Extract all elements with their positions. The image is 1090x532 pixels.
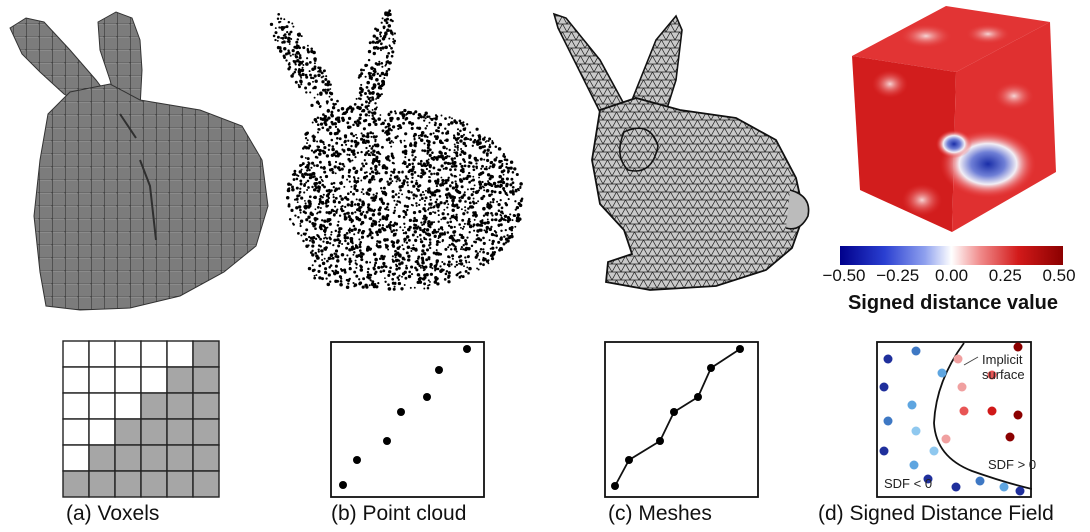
caption-sdf: (d) Signed Distance Field xyxy=(818,502,1054,526)
point xyxy=(397,408,405,416)
voxel-cell xyxy=(141,445,167,471)
implicit-surface-label: Implicit surface xyxy=(982,352,1025,382)
colorbar-label: Signed distance value xyxy=(820,292,1086,315)
colorbar-tick: 0.50 xyxy=(1042,266,1075,286)
point-cloud-bunny xyxy=(255,0,555,330)
voxel-cell xyxy=(115,445,141,471)
voxel-cell xyxy=(141,367,167,393)
vertex xyxy=(625,456,633,464)
colorbar-tick: −0.50 xyxy=(822,266,865,286)
voxel-cell xyxy=(141,419,167,445)
caption-point-cloud: (b) Point cloud xyxy=(331,502,466,526)
colorbar-tick: 0.00 xyxy=(935,266,968,286)
voxel-cell xyxy=(193,471,219,497)
voxel-cell xyxy=(193,419,219,445)
point-cloud-diagram xyxy=(330,341,485,498)
voxel-cell xyxy=(115,367,141,393)
vertex xyxy=(611,482,619,490)
voxel-cell xyxy=(115,393,141,419)
voxel-cell xyxy=(115,471,141,497)
voxel-cell xyxy=(89,367,115,393)
point xyxy=(423,393,431,401)
colorbar-tick: 0.25 xyxy=(989,266,1022,286)
point xyxy=(435,366,443,374)
voxel-cell xyxy=(63,341,89,367)
vertex xyxy=(707,364,715,372)
vertex xyxy=(656,437,664,445)
voxel-cell xyxy=(89,419,115,445)
caption-meshes: (c) Meshes xyxy=(608,502,712,526)
point xyxy=(339,481,347,489)
voxel-cell xyxy=(115,419,141,445)
voxel-bunny xyxy=(0,10,290,330)
sdf-negative-label: SDF < 0 xyxy=(884,476,932,491)
point xyxy=(383,437,391,445)
voxel-cell xyxy=(193,341,219,367)
voxel-cell xyxy=(63,445,89,471)
sdf-positive-label: SDF > 0 xyxy=(988,457,1036,472)
voxel-cell xyxy=(193,367,219,393)
voxel-cell xyxy=(193,445,219,471)
vertex xyxy=(694,393,702,401)
voxel-cell xyxy=(141,471,167,497)
voxel-cell xyxy=(89,341,115,367)
voxel-cell xyxy=(167,393,193,419)
point xyxy=(353,456,361,464)
voxel-cell xyxy=(115,341,141,367)
colorbar-tick: −0.25 xyxy=(876,266,919,286)
voxel-cell xyxy=(167,341,193,367)
voxel-cell xyxy=(89,445,115,471)
voxel-cell xyxy=(63,471,89,497)
voxel-cell xyxy=(63,419,89,445)
colorbar xyxy=(840,246,1063,265)
point xyxy=(463,345,471,353)
voxel-cell xyxy=(141,393,167,419)
voxel-cell xyxy=(89,471,115,497)
voxel-cell xyxy=(63,367,89,393)
voxel-cell xyxy=(193,393,219,419)
mesh-diagram xyxy=(604,341,759,498)
voxel-cell xyxy=(63,393,89,419)
voxel-cell xyxy=(167,445,193,471)
voxel-cell xyxy=(89,393,115,419)
caption-voxels: (a) Voxels xyxy=(66,502,159,526)
voxel-cell xyxy=(167,367,193,393)
voxel-cell xyxy=(167,419,193,445)
sdf-volume-cube xyxy=(838,4,1068,244)
mesh-bunny xyxy=(540,0,830,330)
voxel-grid-diagram xyxy=(62,340,220,498)
voxel-cell xyxy=(167,471,193,497)
vertex xyxy=(670,408,678,416)
voxel-cell xyxy=(141,341,167,367)
vertex xyxy=(736,345,744,353)
